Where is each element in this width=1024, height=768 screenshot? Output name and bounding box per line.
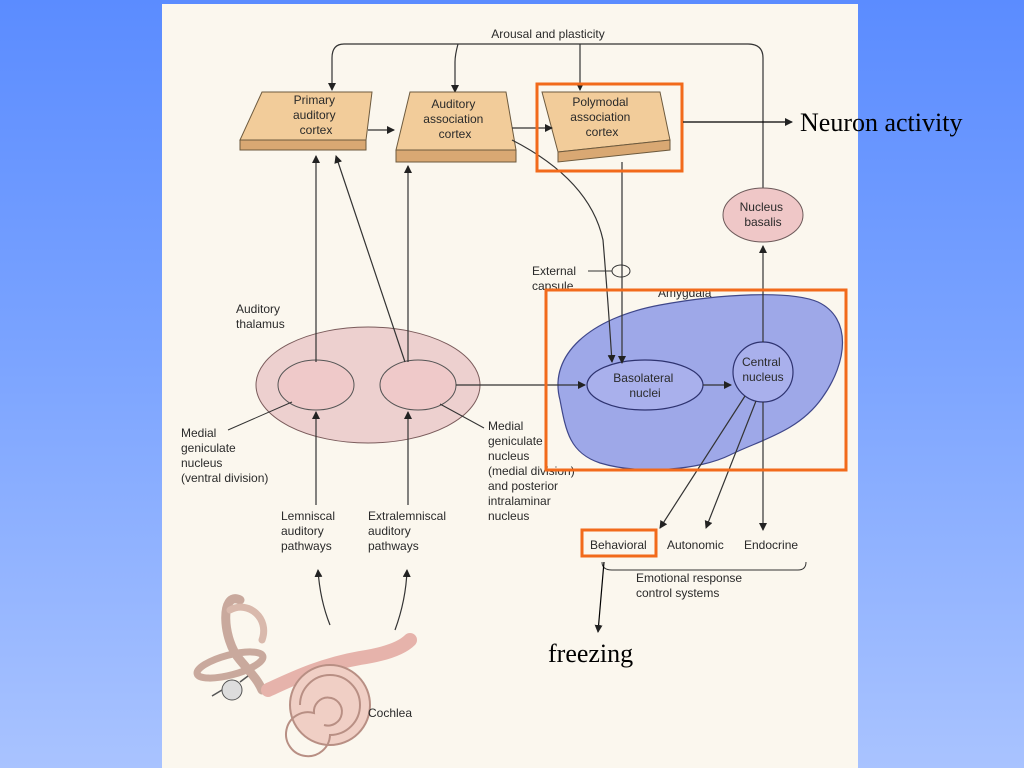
freezing-arrow — [594, 561, 605, 633]
amygdala-label: Amygdala — [658, 286, 712, 300]
polymodal-association-cortex: Polymodal association cortex — [541, 91, 671, 163]
mgn-medial-callout: Medial geniculate nucleus (medial divisi… — [439, 403, 578, 523]
primary-cortex-label: Primary auditory cortex — [293, 93, 339, 137]
freezing-label: freezing — [548, 639, 633, 668]
arousal-label: Arousal and plasticity — [491, 27, 604, 41]
auditory-thalamus-label: Auditory thalamus — [236, 302, 285, 331]
auditory-association-cortex: Auditory association cortex — [395, 91, 517, 163]
medial-geniculate-medial — [379, 359, 457, 411]
emotional-response-label: Emotional response control systems — [636, 571, 745, 600]
amygdala: Amygdala Basolateral nuclei Central nucl… — [557, 286, 844, 471]
primary-auditory-cortex: Primary auditory cortex — [239, 91, 373, 151]
polymodal-cortex-label: Polymodal association cortex — [570, 95, 633, 139]
neuron-activity-label: Neuron activity — [800, 108, 962, 137]
mgn-ventral-label: Medial geniculate nucleus (ventral divis… — [181, 426, 268, 485]
basolateral-label: Basolateral nuclei — [613, 371, 676, 400]
medial-geniculate-ventral — [277, 359, 355, 411]
amygdala-highlight-box — [544, 288, 848, 472]
nucleus-basalis: Nucleus basalis — [722, 187, 804, 243]
ascending-pathway-arrows — [312, 411, 412, 631]
cochlea-label: Cochlea — [368, 706, 412, 720]
mgn-medial-label: Medial geniculate nucleus (medial divisi… — [488, 419, 578, 523]
polymodal-highlight-box — [535, 82, 684, 173]
cortico-cortical-arrows — [368, 124, 553, 134]
thalamo-cortical-arrows — [312, 155, 412, 363]
highlights — [535, 82, 848, 558]
lemniscal-label: Lemniscal auditory pathways — [281, 509, 338, 553]
behavioral-highlight-box — [580, 528, 658, 558]
basolateral-nuclei — [586, 359, 704, 411]
behavioral-label: Behavioral — [590, 538, 647, 552]
amygdala-output-arrows — [659, 395, 767, 531]
nucleus-basalis-label: Nucleus basalis — [740, 200, 787, 229]
output-bracket — [601, 561, 807, 571]
central-nucleus-label: Central nucleus — [742, 355, 784, 384]
extralemniscal-label: Extralemniscal auditory pathways — [368, 509, 449, 553]
cochlea-illustration — [193, 594, 417, 758]
auditory-thalamus: Auditory thalamus — [236, 302, 481, 444]
association-cortex-label: Auditory association cortex — [423, 97, 486, 141]
amygdala-input-arrows — [456, 139, 767, 389]
endocrine-label: Endocrine — [744, 538, 798, 552]
mgn-ventral-callout: Medial geniculate nucleus (ventral divis… — [181, 401, 293, 485]
arousal-pathway — [328, 43, 764, 190]
autonomic-label: Autonomic — [667, 538, 724, 552]
